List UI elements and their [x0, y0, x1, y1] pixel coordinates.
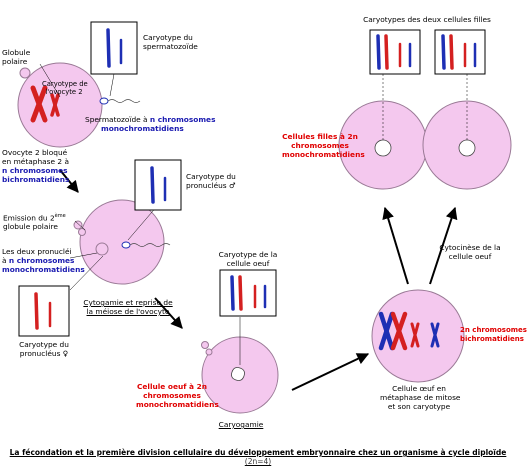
daughter-karyotype-left	[369, 29, 421, 75]
arrow-to-daughter-left	[382, 206, 409, 285]
arrow-to-daughter-right	[429, 206, 458, 285]
sperm-karyotype-box	[90, 21, 138, 97]
daughter-karyotype-right	[434, 29, 486, 75]
female-pronucleus-karyotype-box	[18, 285, 70, 337]
metaphase-chromosomes	[378, 311, 440, 351]
label-2n-bichromatidiens: 2n chromosomes bichromatidiens	[460, 326, 527, 343]
figure-caption: La fécondation et la première division c…	[9, 448, 507, 466]
metaphase-cell	[371, 289, 465, 383]
label-cytocinese: Cytocinèse de la cellule oeuf	[439, 243, 501, 261]
polar-body	[19, 67, 31, 79]
label-caryotypes-filles: Caryotypes des deux cellules filles	[363, 15, 491, 24]
label-globule-polaire: Globule polaire	[2, 48, 31, 66]
arrow-ovocyte-to-fertilization	[59, 169, 79, 193]
spermatozoid	[99, 97, 141, 105]
male-pronucleus-karyotype-box	[134, 159, 182, 211]
label-cellule-oeuf-2n: Cellule oeuf à 2n chromosomes monochroma…	[136, 382, 219, 409]
label-caryotype-spermatozoide: Caryotype du spermatozoïde	[143, 33, 198, 51]
label-emission: Emission du 2ème globule polaire	[3, 213, 66, 232]
label-spermatozoide: Spermatozoïde à n chromosomes monochroma…	[85, 115, 216, 133]
label-cytogamie: Cytogamie et reprise de la méiose de l'o…	[83, 298, 173, 316]
label-caryotype-cellule-oeuf: Caryotype de la cellule oeuf	[218, 250, 278, 268]
ovocyte-cell	[17, 62, 103, 148]
label-caryotype-pronucleus-female: Caryotype du pronucléus ♀	[19, 340, 69, 358]
male-pronucleus	[121, 241, 131, 249]
label-caryotype-ovocyte: Caryotype de l'ovocyte 2	[42, 80, 88, 96]
globule-pointer	[39, 63, 61, 98]
arrow-to-zygote	[154, 297, 183, 329]
daughter-nucleus-right	[458, 139, 476, 157]
ovocyte-chromosomes	[30, 85, 60, 123]
label-cellule-metaphase: Cellule œuf en métaphase de mitose et so…	[380, 384, 461, 411]
label-cellules-filles: Cellules filles à 2n chromosomes monochr…	[282, 132, 365, 159]
daughter-cells	[338, 74, 512, 190]
female-pronucleus	[95, 242, 109, 256]
arrow-to-metaphase	[291, 353, 370, 391]
zygote-cell	[201, 317, 279, 414]
label-caryotype-pronucleus-male: Caryotype du pronucléus ♂	[186, 172, 236, 190]
zygote-karyotype-box	[219, 269, 277, 317]
fertilization-cell	[69, 199, 171, 291]
daughter-nucleus-left	[374, 139, 392, 157]
label-ovocyte-bloque: Ovocyte 2 bloqué en métaphase 2 à n chro…	[2, 148, 70, 184]
diagram-canvas	[17, 21, 512, 414]
zygote-nucleus	[231, 367, 245, 381]
label-deux-pronuclei: Les deux pronucléi à n chromosomes monoc…	[2, 247, 85, 274]
label-caryogamie: Caryogamie	[218, 420, 264, 429]
